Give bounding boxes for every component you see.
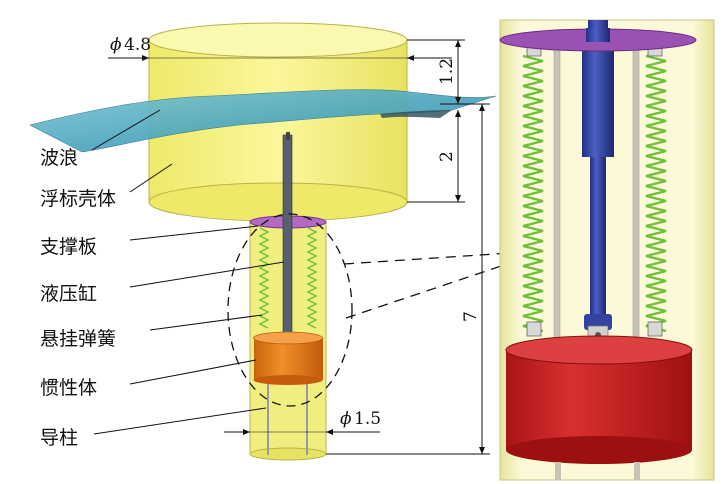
diameter-symbol-column: ϕ: [340, 409, 352, 429]
detail-region-outline: [227, 213, 353, 407]
inertia-body-small: [253, 331, 323, 385]
label-suspension-spring: 悬挂弹簧: [40, 328, 116, 350]
height-value-total: 7: [461, 311, 481, 322]
label-hydraulic-cylinder: 液压缸: [40, 283, 97, 305]
label-float-shell: 浮标壳体: [40, 188, 116, 210]
diameter-value-column: 1.5: [354, 409, 381, 429]
label-inertia-body: 惯性体: [40, 377, 97, 399]
suspension-spring-right: [645, 54, 667, 333]
diameter-symbol-float: ϕ: [110, 35, 122, 55]
wave-surface: [29, 89, 497, 153]
label-guide-column: 导柱: [40, 427, 78, 449]
detail-view: [499, 19, 715, 481]
diameter-value-float: 4.8: [124, 35, 151, 55]
label-support-plate: 支撑板: [40, 236, 97, 258]
detail-connector-top: [343, 251, 526, 265]
label-wave: 波浪: [40, 147, 78, 169]
diameter-dimension-column: ϕ 1.5: [224, 409, 381, 435]
height-value-top: 1.2: [437, 58, 457, 85]
suspension-spring-left: [522, 54, 544, 333]
height-value-shell: 2: [437, 151, 457, 162]
detail-connector-bottom: [345, 257, 526, 319]
inertia-body-detail: [506, 350, 692, 450]
float-shell: [148, 22, 408, 222]
height-dimensions: [326, 39, 490, 455]
suspension-springs-small: [258, 227, 318, 329]
diameter-dimension-float: ϕ 4.8: [108, 35, 452, 61]
label-leaders: [91, 109, 285, 435]
hydraulic-cylinder-small: [282, 132, 293, 346]
